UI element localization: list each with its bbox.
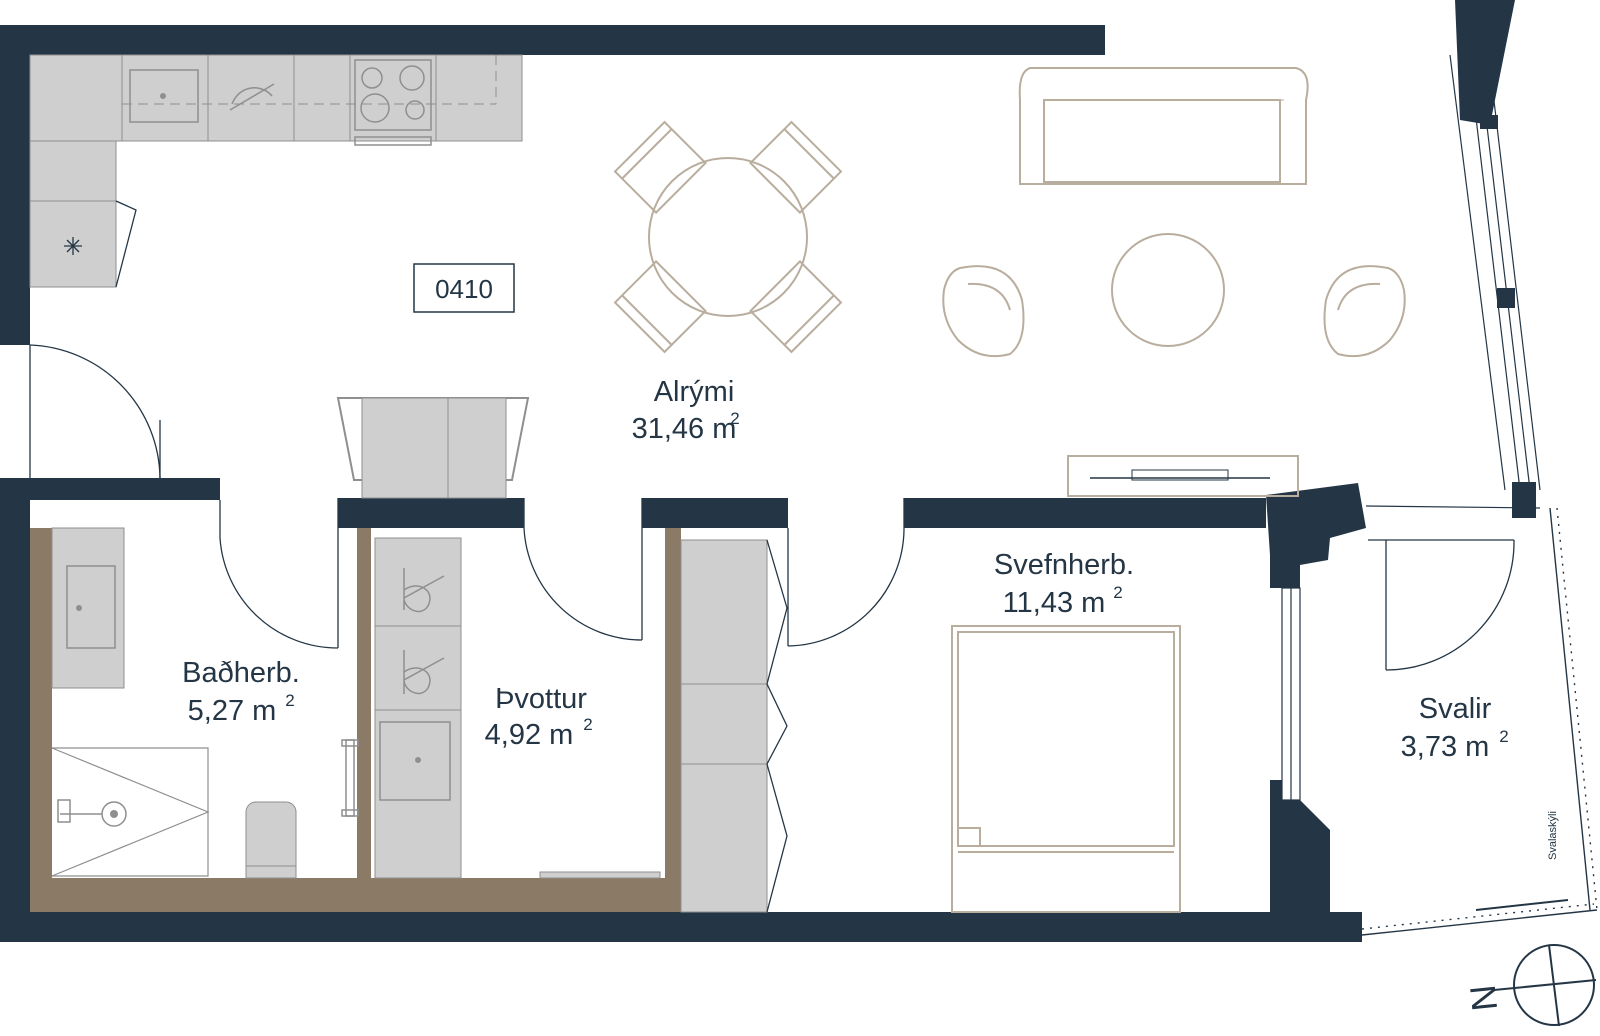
kitchen [29,54,523,288]
sofa [1018,67,1309,185]
snowflake-icon [64,237,82,255]
room-area: 3,73 m [1401,731,1490,763]
towel-rail [341,739,359,817]
tv-unit [1067,455,1299,497]
area-exponent: 2 [730,409,739,428]
dining-chair [613,260,707,354]
toilet [245,801,297,879]
bath-sink-icon [66,565,116,649]
room-label-svefnherb: Svefnherb. 11,43 m 2 [994,549,1134,619]
wall-bath-top [0,478,220,500]
room-label-alrymi: Alrými 31,46 m 2 [632,376,740,445]
window-mullion [1512,482,1536,518]
railing-label: Svalaskýli [1547,811,1559,860]
room-area: 4,92 m [485,719,574,751]
interior-walls [0,478,1366,942]
room-name: Svefnherb. [994,549,1134,581]
room-area: 31,46 m [632,413,737,445]
hall-wardrobe [336,397,530,499]
dining-chair [749,120,843,214]
window-mullion [1497,288,1515,308]
dining-chair [749,260,843,354]
watermark [1105,15,1398,55]
wet-wall-closet [665,528,681,912]
wall-bedroom-right [1266,483,1366,942]
double-bed [951,625,1181,913]
armchair [942,265,1025,358]
room-name: Baðherb. [182,657,300,689]
compass-icon: N [1462,944,1597,1027]
room-area: 5,27 m [188,695,277,727]
bedroom-window [1281,587,1301,801]
wall-bedroom-top [904,498,1266,528]
kitchen-cabinet [435,54,523,142]
area-exponent: 2 [1113,583,1122,602]
stove-cabinet [349,54,437,142]
entrance-door[interactable] [29,344,161,479]
laundry-shelf [539,871,661,879]
kitchen-cabinet [29,140,117,202]
bathroom-door[interactable] [219,498,339,649]
wall-bottom [0,912,1362,942]
kitchen-cabinet [29,54,123,142]
balcony-door[interactable] [1368,539,1515,671]
sink-icon [129,69,199,123]
wall-top-right [1455,0,1515,125]
laundry-sink-cabinet [374,709,462,879]
wall-bedroom-right-lower [1270,780,1300,912]
wall-laundry-top [338,498,524,528]
laundry [374,537,661,879]
stove-icon [354,59,432,146]
room-name: Alrými [654,376,735,408]
wet-wall-bottom [30,878,681,912]
area-exponent: 2 [583,715,592,734]
washer [374,537,462,627]
dishwasher-icon [229,83,275,111]
bedroom-door[interactable] [787,498,905,647]
room-area: 11,43 m [1003,587,1106,619]
unit-number: 0410 [435,274,493,304]
kitchen-cabinet [293,54,351,142]
coffee-table [1111,233,1225,347]
right-window-wall [1449,49,1541,491]
window-mullion [1480,115,1498,129]
wet-wall-divider [357,528,371,880]
laundry-door[interactable] [523,498,643,641]
bathroom [51,527,359,879]
north-label: N [1462,983,1505,1013]
bath-vanity [51,527,125,689]
laundry-sink-icon [379,721,451,801]
unit-number-tag: 0410 [413,263,515,313]
wall-closet-top [642,498,788,528]
dining-chair [613,120,707,214]
room-name: Svalir [1419,693,1492,725]
room-name: Þvottur [495,683,587,715]
wet-walls [30,528,681,912]
wall-left-lower [0,478,30,940]
area-exponent: 2 [285,691,294,710]
balcony: Svalaskýli [1361,505,1598,936]
shower [51,747,210,877]
exterior-walls [0,0,1536,942]
room-label-thvottur: Þvottur 4,92 m 2 [485,683,593,751]
wall-top [0,25,1105,55]
area-exponent: 2 [1499,727,1508,746]
room-label-badherb: Baðherb. 5,27 m 2 [182,657,300,727]
wet-wall-bath-left [30,528,52,912]
balcony-railing [1361,507,1598,936]
bedroom-closet [680,539,788,913]
room-label-svalir: Svalir 3,73 m 2 [1401,693,1509,763]
dining-table [613,120,843,354]
armchair [1323,265,1406,358]
fridge-door-swing [115,200,137,288]
wall-left-upper [0,25,30,345]
